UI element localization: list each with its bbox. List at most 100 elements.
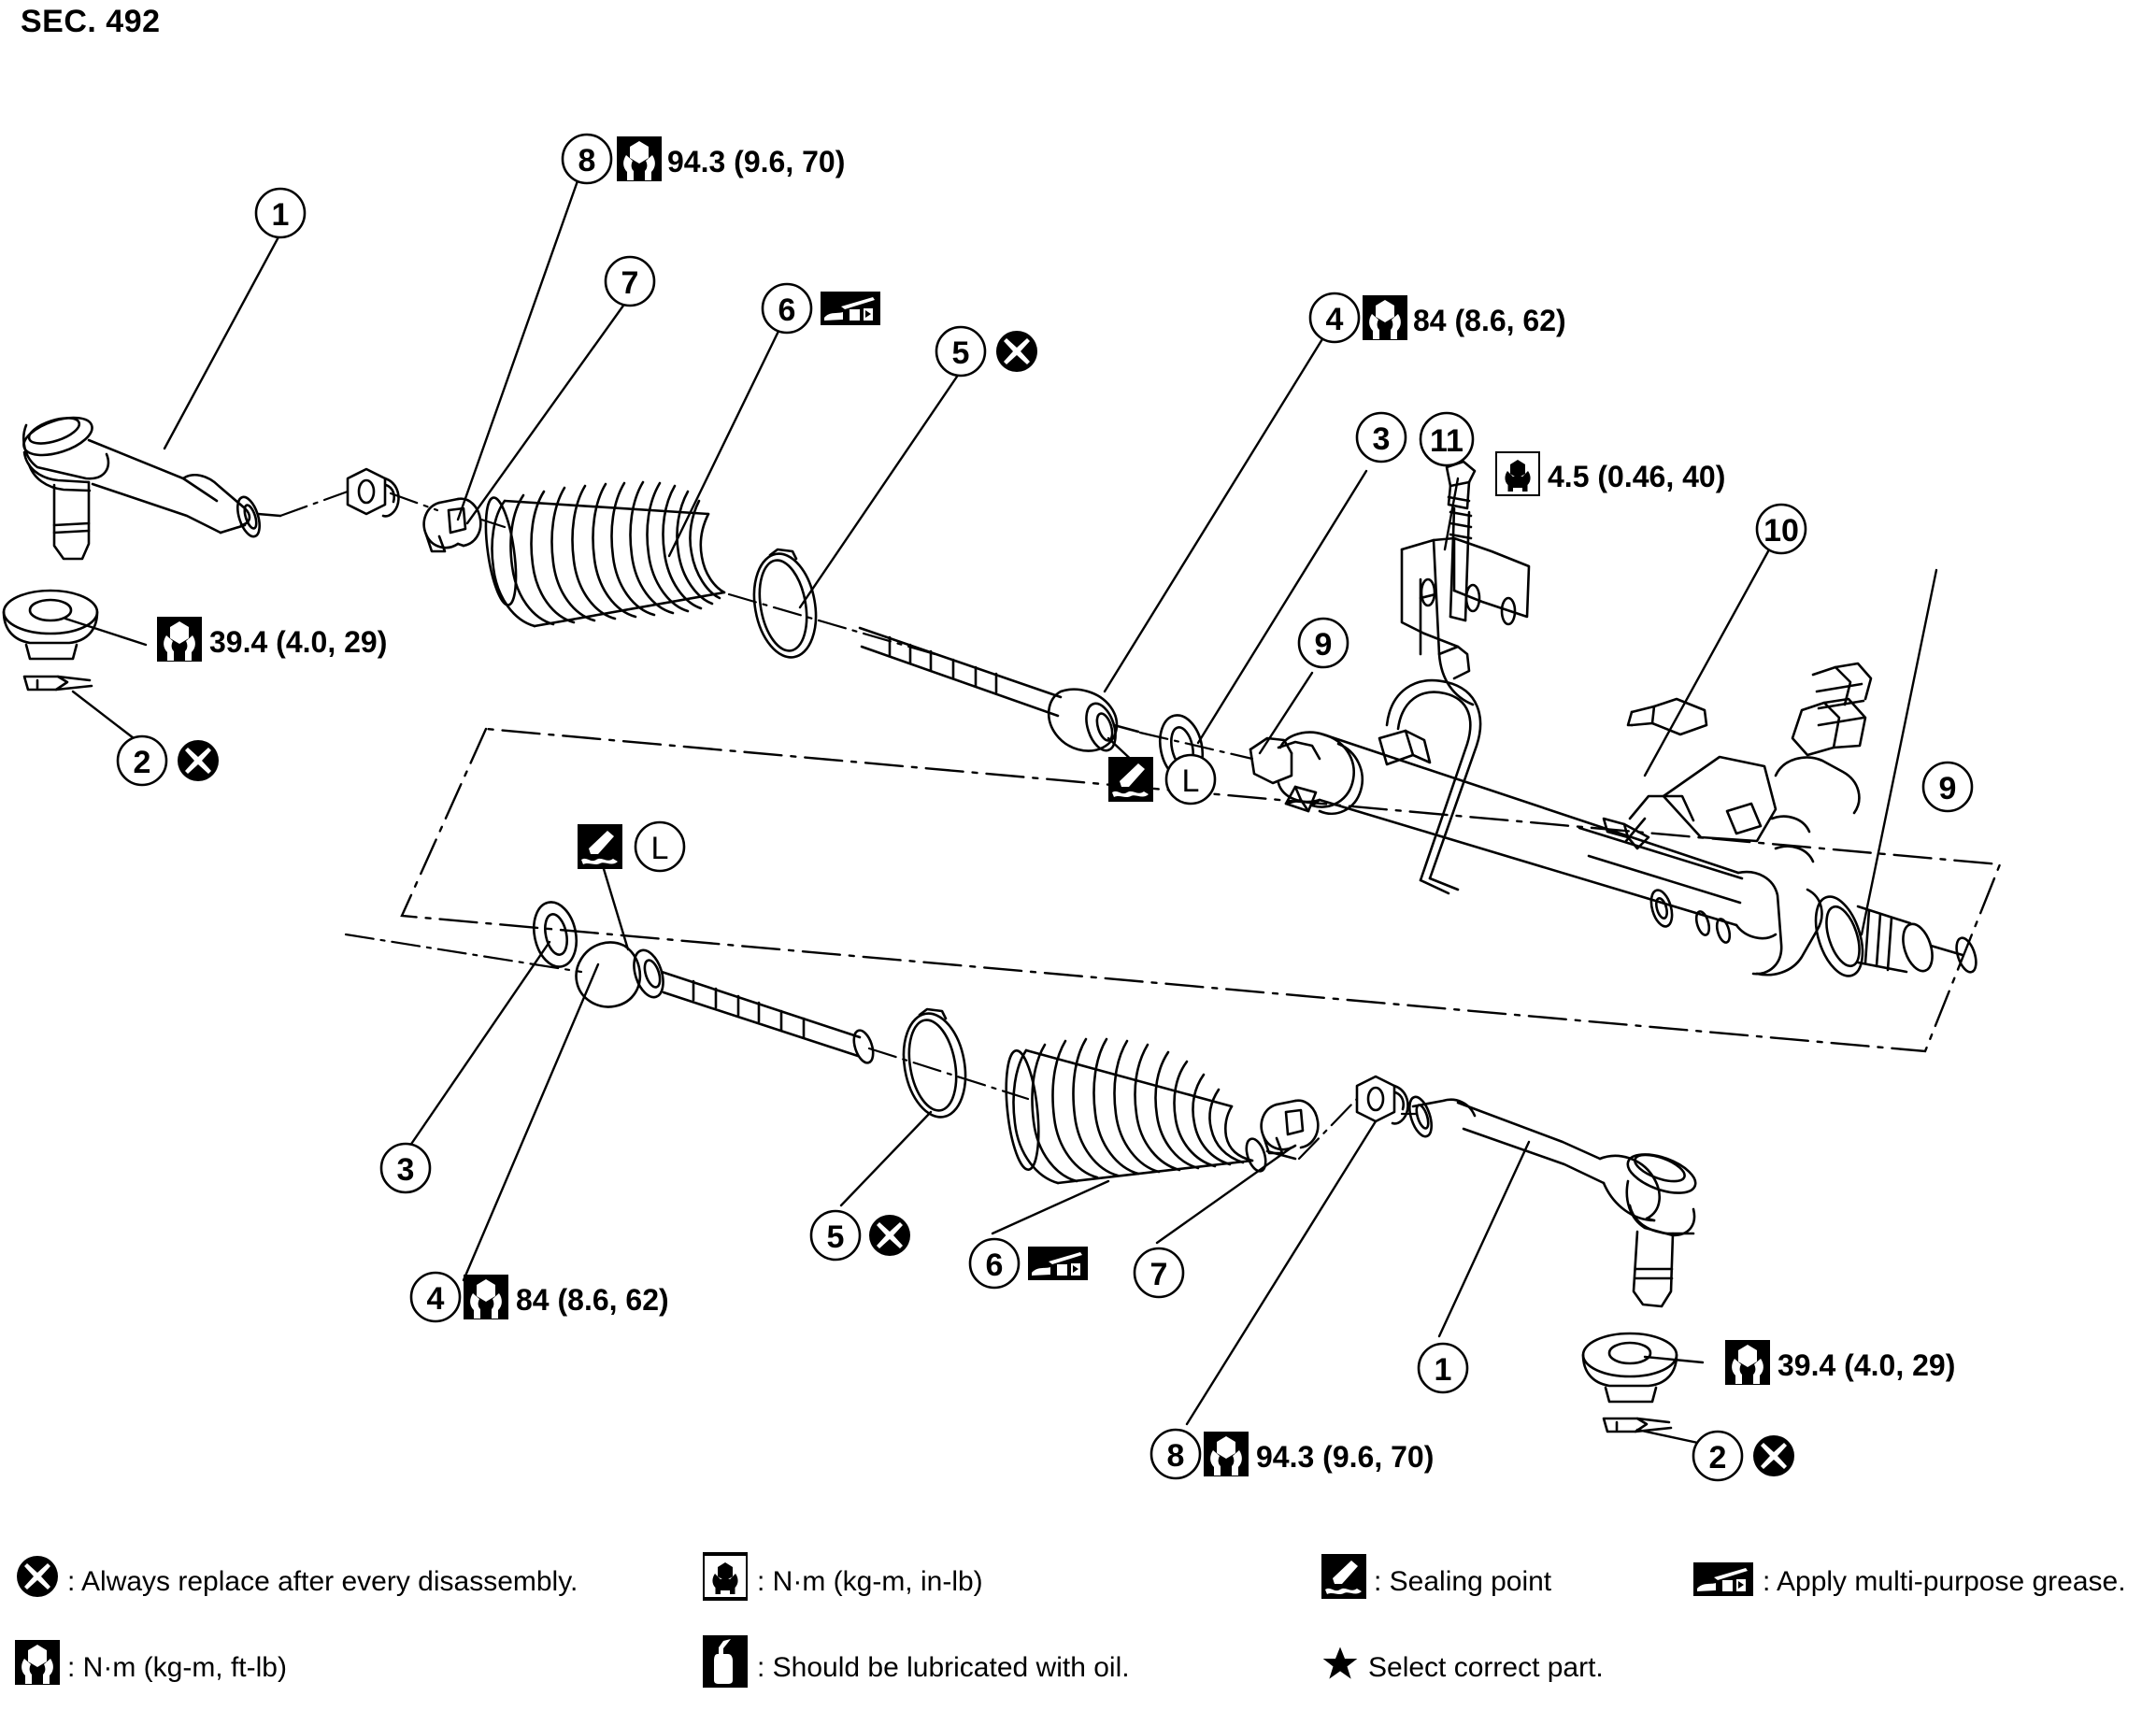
wrench-ftlb-icon (157, 617, 202, 662)
callout-5-top: 5 (935, 325, 1037, 378)
part-bellows-boot-upper (484, 480, 726, 628)
page-title: SEC. 492 (21, 4, 161, 39)
legend-grease-text: : Apply multi-purpose grease. (1763, 1566, 2126, 1597)
callout-8-top: 8 94.3 (9.6, 70) (561, 133, 845, 185)
callout-4-top: 4 84 (8.6, 62) (1308, 292, 1566, 344)
part-bellows-boot-lower (1005, 1037, 1297, 1185)
centerline-2 (389, 492, 439, 512)
callout-3-bottom-number: 3 (397, 1152, 415, 1188)
callout-10-top: 10 (1755, 503, 1807, 555)
callout-5-top-number: 5 (952, 335, 970, 371)
centerline-1 (278, 490, 350, 518)
part-lock-nut-upper (346, 467, 400, 518)
grease-icon (1028, 1247, 1088, 1280)
callout-7-bottom: 7 (1133, 1247, 1185, 1299)
part-washer-cotter-pin-upper (2, 589, 99, 691)
callout-6-bottom-number: 6 (986, 1247, 1004, 1283)
callout-4-top-number: 4 (1326, 302, 1344, 337)
callout-2-top-number: 2 (134, 745, 151, 780)
legend-replace-text: : Always replace after every disassembly… (67, 1566, 578, 1597)
part-boot-clamp-small-upper (422, 497, 482, 553)
wrench-inlb-icon (703, 1554, 748, 1599)
callout-2-top: 2 (116, 734, 219, 787)
replace-x-icon (178, 740, 219, 781)
legend-oil-text: : Should be lubricated with oil. (757, 1652, 1130, 1683)
centerline-8 (1297, 1097, 1359, 1161)
callout-8-bottom-torque: 94.3 (9.6, 70) (1256, 1440, 1434, 1474)
wrench-ftlb-icon (1204, 1432, 1249, 1476)
sealing-point-icon (578, 824, 622, 869)
legend-item-replace: : Always replace after every disassembly… (17, 1556, 578, 1597)
callout-8-top-number: 8 (578, 143, 596, 178)
part-inner-socket-rod-upper (858, 626, 1140, 752)
part-boot-clamp-small-lower (1260, 1099, 1320, 1155)
callout-4-bottom: 4 84 (8.6, 62) (409, 1271, 669, 1323)
centerline-3 (479, 518, 507, 529)
callout-9-right: 9 (1921, 761, 1974, 813)
torque-394-top: 39.4 (4.0, 29) (209, 625, 387, 659)
callout-3-top-number: 3 (1373, 421, 1391, 457)
grease-icon (1693, 1562, 1753, 1596)
wrench-inlb-icon (1495, 451, 1540, 496)
legend-item-star: Select correct part. (1322, 1647, 1604, 1683)
legend-sealing-text: : Sealing point (1374, 1566, 1552, 1597)
legend-item-nm-ftlb: : N·m (kg-m, ft-lb) (15, 1640, 287, 1685)
replace-x-icon (996, 331, 1037, 372)
callout-3-top: 3 (1355, 411, 1407, 463)
callout-sealing-L-top: L (1108, 753, 1217, 805)
callout-4-bottom-number: 4 (427, 1281, 445, 1317)
centerline-7 (867, 1047, 1030, 1101)
callout-10-number: 10 (1763, 513, 1799, 549)
part-outer-tie-rod-lower (1408, 1095, 1697, 1308)
legend-item-sealing: : Sealing point (1321, 1554, 1552, 1599)
part-mounting-bracket (1400, 536, 1531, 706)
callout-2-bottom-number: 2 (1709, 1440, 1727, 1476)
part-washer-cotter-pin-lower (1581, 1332, 1678, 1433)
part-lock-nut-lower (1355, 1075, 1409, 1125)
centerline-5 (1138, 731, 1254, 761)
centerline-4 (727, 592, 936, 656)
callout-8-bottom: 8 94.3 (9.6, 70) (1149, 1428, 1434, 1480)
part-outer-tie-rod-upper (22, 416, 282, 561)
wrench-ftlb-icon (1363, 295, 1407, 340)
part-clamp-ring-upper (752, 548, 818, 659)
callout-8-top-torque: 94.3 (9.6, 70) (667, 145, 845, 178)
callout-6-bottom: 6 (968, 1237, 1088, 1290)
callout-1-top-number: 1 (272, 197, 290, 233)
legend-nm-inlb-text: : N·m (kg-m, in-lb) (757, 1566, 983, 1597)
callout-sealing-L-bottom: L (578, 820, 686, 873)
oil-can-icon (703, 1635, 748, 1688)
replace-x-icon (17, 1556, 58, 1597)
callout-1-bottom: 1 (1417, 1342, 1469, 1394)
callout-11-top-torque: 4.5 (0.46, 40) (1548, 460, 1725, 493)
callout-5-bottom: 5 (809, 1209, 910, 1262)
part-hydraulic-line (1378, 678, 1482, 895)
callout-4-top-torque: 84 (8.6, 62) (1413, 304, 1566, 337)
callout-3-bottom: 3 (379, 1142, 432, 1194)
callout-9-right-number: 9 (1939, 771, 1957, 806)
part-clamp-ring-lower (902, 1007, 967, 1119)
sealing-point-icon (1108, 757, 1153, 802)
legend: : Always replace after every disassembly… (15, 1554, 2126, 1688)
assembly-group-frame (400, 727, 2002, 1053)
part-steering-gear-housing (1249, 662, 1978, 977)
callout-5-bottom-number: 5 (827, 1219, 845, 1255)
lubricate-L-label-bottom: L (651, 831, 669, 866)
grease-icon (821, 292, 880, 325)
callout-7-bottom-number: 7 (1150, 1257, 1168, 1292)
callout-11-top-number: 11 (1430, 423, 1464, 459)
part-inner-socket-rod-lower (575, 941, 875, 1064)
callout-torque-394-bottom: 39.4 (4.0, 29) (1725, 1340, 1955, 1385)
callout-8-bottom-number: 8 (1167, 1438, 1185, 1474)
legend-item-grease: : Apply multi-purpose grease. (1693, 1562, 2126, 1597)
sealing-point-icon (1321, 1554, 1366, 1599)
wrench-ftlb-icon (15, 1640, 60, 1685)
callout-4-bottom-torque: 84 (8.6, 62) (516, 1283, 669, 1317)
callout-9-top: 9 (1297, 617, 1349, 669)
callout-7-top-number: 7 (621, 265, 639, 301)
callout-6-top: 6 (761, 282, 880, 335)
torque-394-bottom: 39.4 (4.0, 29) (1778, 1348, 1955, 1382)
callout-11-top: 11 4.5 (0.46, 40) (1419, 411, 1725, 496)
wrench-ftlb-icon (1725, 1340, 1770, 1385)
